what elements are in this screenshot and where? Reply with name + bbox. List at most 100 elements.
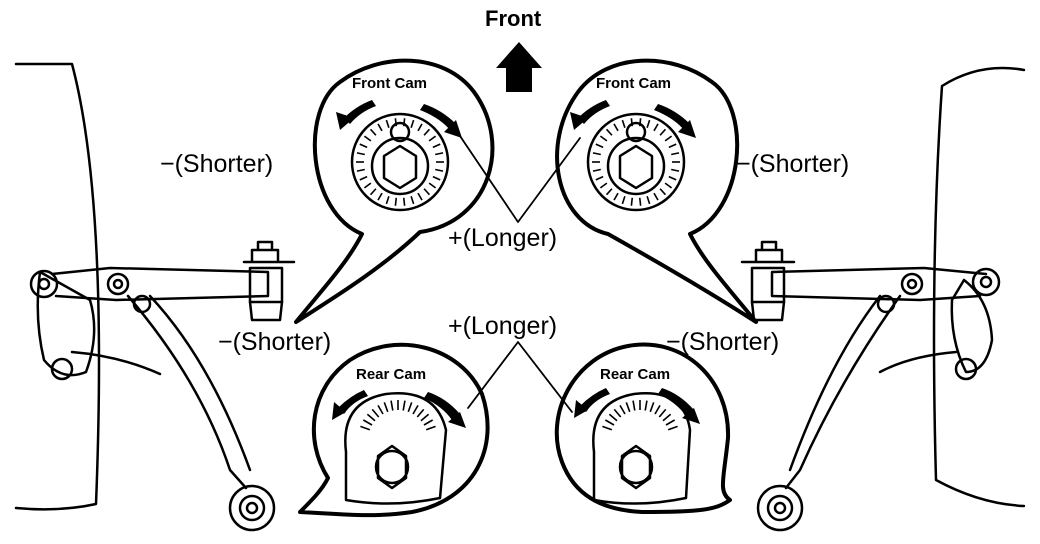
front-cam-right-tick	[659, 128, 667, 136]
front-direction-label: Front	[485, 6, 542, 31]
front-cam-right-tick	[630, 197, 634, 206]
rear-cam-left-tick	[360, 425, 371, 431]
front-cam-left-tick	[410, 195, 415, 205]
front-cam-left-tick	[423, 188, 431, 196]
front-cam-left-tick	[377, 123, 383, 132]
front-cam-left-tick	[435, 168, 444, 172]
rear-cam-right-tick	[665, 419, 676, 426]
front-cam-left-tick	[435, 152, 444, 156]
front-cam-right-tick	[659, 188, 667, 196]
rear-cam-right-tick	[667, 425, 678, 431]
front-cam-left-tick	[377, 192, 383, 201]
rear-cam-left-tick	[423, 419, 434, 426]
rear-cam-left-tick	[425, 425, 436, 431]
front-cam-right-tick	[621, 195, 626, 205]
front-cam-right-bubble	[555, 58, 758, 324]
pointer-longer-top	[459, 135, 581, 223]
rear-cam-right-tick	[602, 425, 613, 431]
front-cam-left-tick	[356, 152, 365, 156]
front-cam-left-tick	[402, 197, 406, 206]
front-cam-right-tick	[638, 118, 642, 127]
rear-cam-right-tick	[654, 404, 661, 415]
front-cam-right-tick	[646, 195, 651, 205]
front-cam-right-tick	[630, 118, 634, 127]
front-cam-left-bubble	[294, 58, 495, 324]
front-cam-right-tick	[592, 168, 601, 172]
rear-cam-right-label: Rear Cam	[600, 366, 671, 383]
front-cam-left-arrow-minus-icon	[336, 100, 376, 130]
rear-cam-left-tick	[412, 404, 419, 415]
front-cam-right-tick	[664, 182, 673, 189]
rear-cam-right-tick	[644, 400, 648, 411]
right-knuckle-joint-bottom	[954, 357, 978, 381]
front-cam-left-tick	[363, 182, 372, 189]
left-trailing-arm	[126, 294, 252, 490]
front-cam-left-tick	[369, 188, 377, 196]
front-cam-left-tick	[394, 197, 398, 206]
rear-cam-left-tick	[402, 400, 406, 411]
rear-cam-right-tick	[632, 400, 636, 411]
right-lower-bushing	[756, 484, 804, 532]
rear-cam-left-tick	[377, 404, 384, 415]
front-cam-left-tick	[369, 128, 377, 136]
front-cam-right-tick	[605, 188, 613, 196]
rear-cam-left-tick	[416, 408, 425, 418]
front-cam-left-label: Front Cam	[352, 75, 427, 92]
rear-cam-right-tick	[625, 402, 631, 413]
front-cam-left-tick	[432, 143, 441, 149]
front-cam-right-tick	[671, 152, 680, 156]
right-knuckle-joint-top	[971, 267, 1001, 297]
front-cam-right-tick	[653, 123, 659, 132]
front-cam-left-tick	[428, 135, 437, 142]
rear-cam-right-arrow-minus-icon	[574, 388, 610, 418]
rear-cam-right-tick	[658, 408, 667, 418]
rear-cam-left-label: Rear Cam	[356, 366, 427, 383]
rear-cam-right-dial	[592, 392, 692, 505]
rear-cam-right-tick	[649, 402, 655, 413]
front-cam-right-tick	[592, 152, 601, 156]
front-cam-right-dial	[586, 112, 686, 212]
front-cam-right-tick	[613, 123, 619, 132]
front-cam-right-tick	[599, 182, 608, 189]
front-cam-left-tick	[428, 182, 437, 189]
longer-center-top-label: +(Longer)	[448, 224, 558, 252]
front-cam-left-tick	[423, 128, 431, 136]
rear-cam-left-tick	[362, 419, 373, 426]
rear-cam-left-tick	[383, 402, 389, 413]
front-cam-left-tick	[385, 119, 390, 129]
left-knuckle	[36, 270, 96, 377]
front-cam-left-tick	[417, 123, 423, 132]
front-cam-left-dial	[350, 112, 450, 212]
rear-cam-right-arrow-plus-icon	[658, 388, 700, 424]
front-cam-right-tick	[613, 192, 619, 201]
front-cam-left-tick	[410, 119, 415, 129]
longer-center-mid-label: +(Longer)	[448, 312, 558, 340]
front-cam-left-arrow-plus-icon	[420, 104, 462, 138]
rear-cam-left-tick	[420, 413, 430, 422]
left-upper-arm	[50, 266, 270, 302]
front-cam-right-label: Front Cam	[596, 75, 671, 92]
front-cam-left-tick	[359, 143, 368, 149]
front-cam-right-arrow-plus-icon	[654, 104, 696, 138]
front-cam-left-tick	[356, 168, 365, 172]
front-cam-left-tick	[417, 192, 423, 201]
pointer-longer-mid	[467, 341, 573, 413]
rear-cam-left-tick	[390, 400, 394, 411]
left-knuckle-joint-top	[29, 269, 59, 299]
rear-cam-left-tick	[371, 408, 380, 418]
front-cam-right-tick	[671, 168, 680, 172]
right-trailing-arm	[784, 294, 902, 490]
shorter-mid-left-label: −(Shorter)	[218, 328, 332, 356]
front-cam-left-tick	[385, 195, 390, 205]
rear-cam-left-tick	[407, 402, 413, 413]
front-cam-left-tick	[394, 118, 398, 127]
shorter-top-left-label: −(Shorter)	[160, 150, 274, 178]
rear-cam-left-bubble	[298, 342, 490, 518]
right-knuckle	[950, 278, 994, 374]
front-cam-right-tick	[599, 135, 608, 142]
rear-cam-right-tick	[613, 408, 622, 418]
front-cam-right-tick	[621, 119, 626, 129]
front-cam-right-tick	[638, 197, 642, 206]
front-cam-right-tick	[646, 119, 651, 129]
left-knuckle-joint-bottom	[50, 357, 74, 381]
